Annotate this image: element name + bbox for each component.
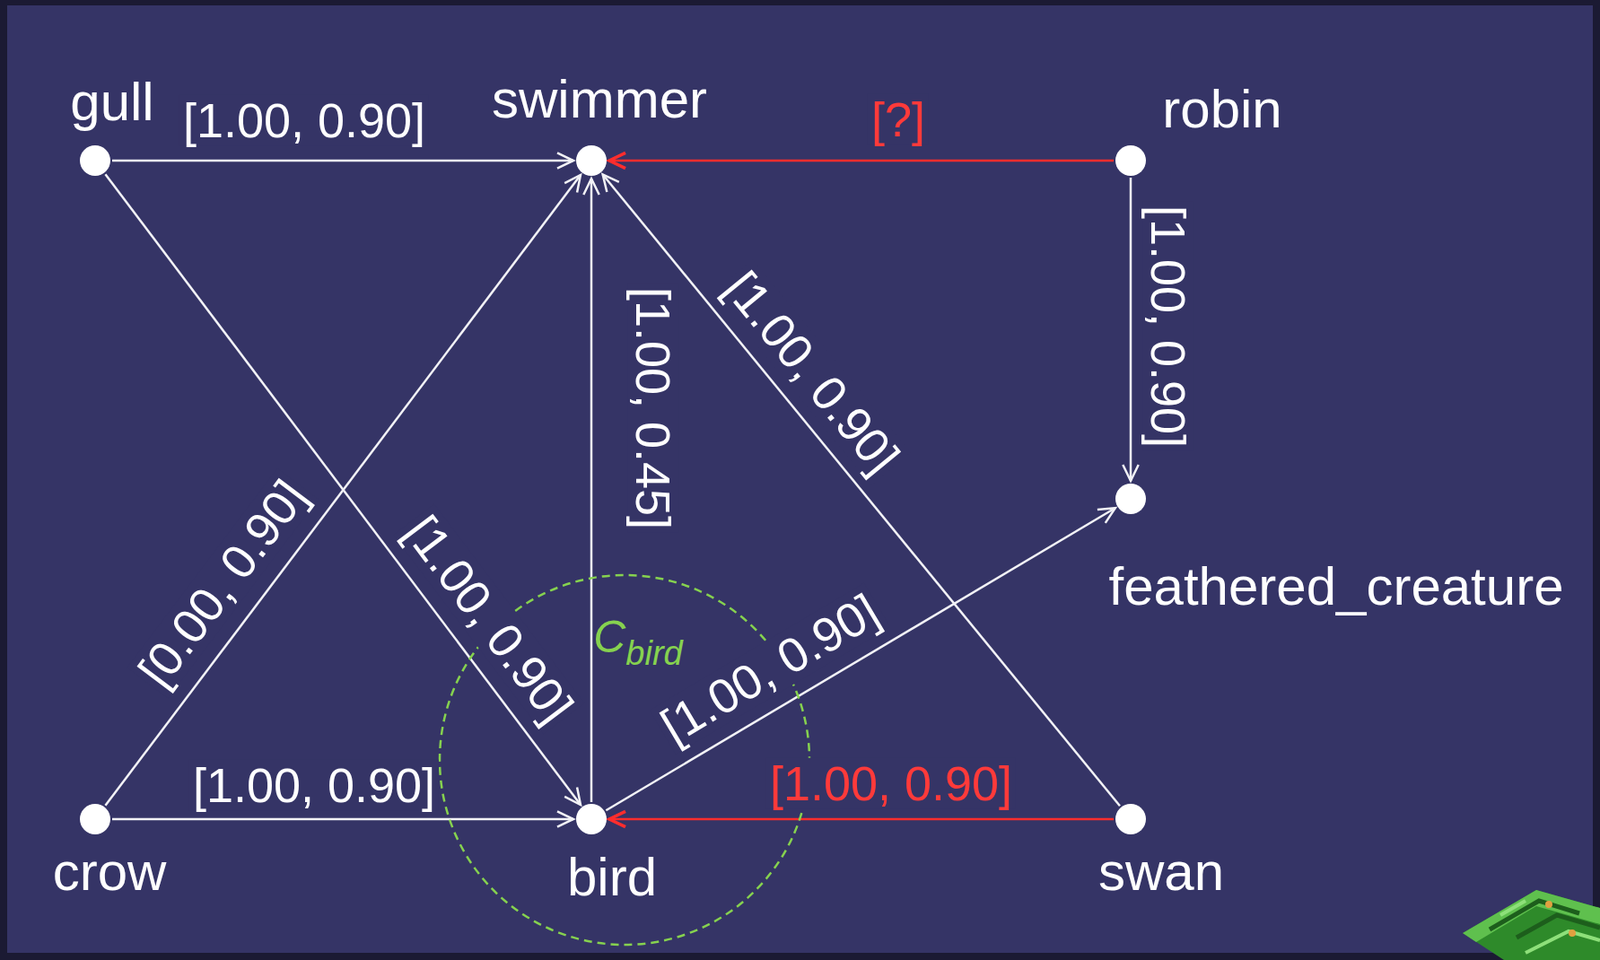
- connector-line: [112, 159, 574, 163]
- connector: [104, 174, 581, 805]
- connector-line: [104, 174, 581, 805]
- connector: [605, 507, 1115, 811]
- node-label: bird: [567, 848, 657, 908]
- arrowhead: [557, 152, 574, 168]
- maze-marker: [1568, 929, 1576, 937]
- edge-label: [?]: [867, 94, 929, 146]
- arrowhead: [564, 174, 581, 193]
- maze-wall: [1500, 900, 1526, 916]
- node-label: swan: [1098, 842, 1225, 902]
- arrowhead: [609, 152, 626, 168]
- edge-label: [1.00, 0.90]: [649, 583, 891, 755]
- node-label: robin: [1162, 79, 1282, 140]
- edge-label: [1.00, 0.90]: [713, 259, 911, 485]
- maze-wall: [1516, 915, 1600, 938]
- node-label: gull: [69, 72, 154, 132]
- edge-label: [1.00, 0.90]: [393, 504, 586, 735]
- connector-line: [609, 159, 1114, 163]
- concept-node: bird: [576, 804, 607, 835]
- maze-marker: [1545, 900, 1553, 909]
- concept-node: gull: [79, 145, 111, 176]
- maze-base: [1462, 890, 1600, 960]
- connector: [609, 811, 1114, 827]
- connector: [603, 174, 1120, 806]
- arrowhead: [557, 811, 574, 827]
- connector-line: [590, 178, 594, 803]
- background-panel: [7, 5, 1593, 954]
- connector: [112, 811, 574, 827]
- connector-line: [1129, 177, 1133, 481]
- arrowhead: [609, 811, 626, 827]
- arrowhead: [564, 786, 581, 805]
- arrowhead: [583, 178, 599, 195]
- edge-label: [1.00, 0.45]: [628, 283, 680, 534]
- arrowhead: [1097, 507, 1116, 524]
- cluster-label: Cbird: [593, 612, 682, 674]
- connector: [1122, 177, 1138, 481]
- concept-node: robin: [1115, 145, 1146, 176]
- edge-label: [1.00, 0.90]: [179, 95, 429, 147]
- edge-label: [1.00, 0.90]: [766, 758, 1016, 810]
- concept-node: swan: [1115, 804, 1146, 835]
- connector-line: [605, 507, 1115, 811]
- concept-node: crow: [79, 804, 111, 835]
- connector-line: [104, 174, 581, 806]
- edge-label: [1.00, 0.90]: [1143, 201, 1195, 452]
- node-label: crow: [52, 842, 167, 902]
- connector-line: [609, 818, 1114, 822]
- concept-node: feathered_creature: [1115, 483, 1146, 515]
- maze-wall: [1525, 931, 1600, 954]
- connector: [104, 174, 581, 806]
- edge-label: [0.00, 0.90]: [127, 468, 319, 699]
- connector-line: [603, 174, 1120, 806]
- cluster-subscript: bird: [625, 634, 682, 673]
- edge-label: [1.00, 0.90]: [189, 760, 439, 812]
- node-label: feathered_creature: [1108, 557, 1564, 617]
- connector: [583, 178, 599, 803]
- concept-node: swimmer: [576, 145, 607, 176]
- connector: [112, 152, 574, 168]
- connector: [609, 152, 1114, 168]
- cluster-symbol: C: [593, 612, 626, 663]
- arrowhead: [1122, 464, 1138, 481]
- connector-line: [112, 818, 574, 822]
- node-label: swimmer: [491, 69, 708, 130]
- arrowhead: [603, 174, 620, 192]
